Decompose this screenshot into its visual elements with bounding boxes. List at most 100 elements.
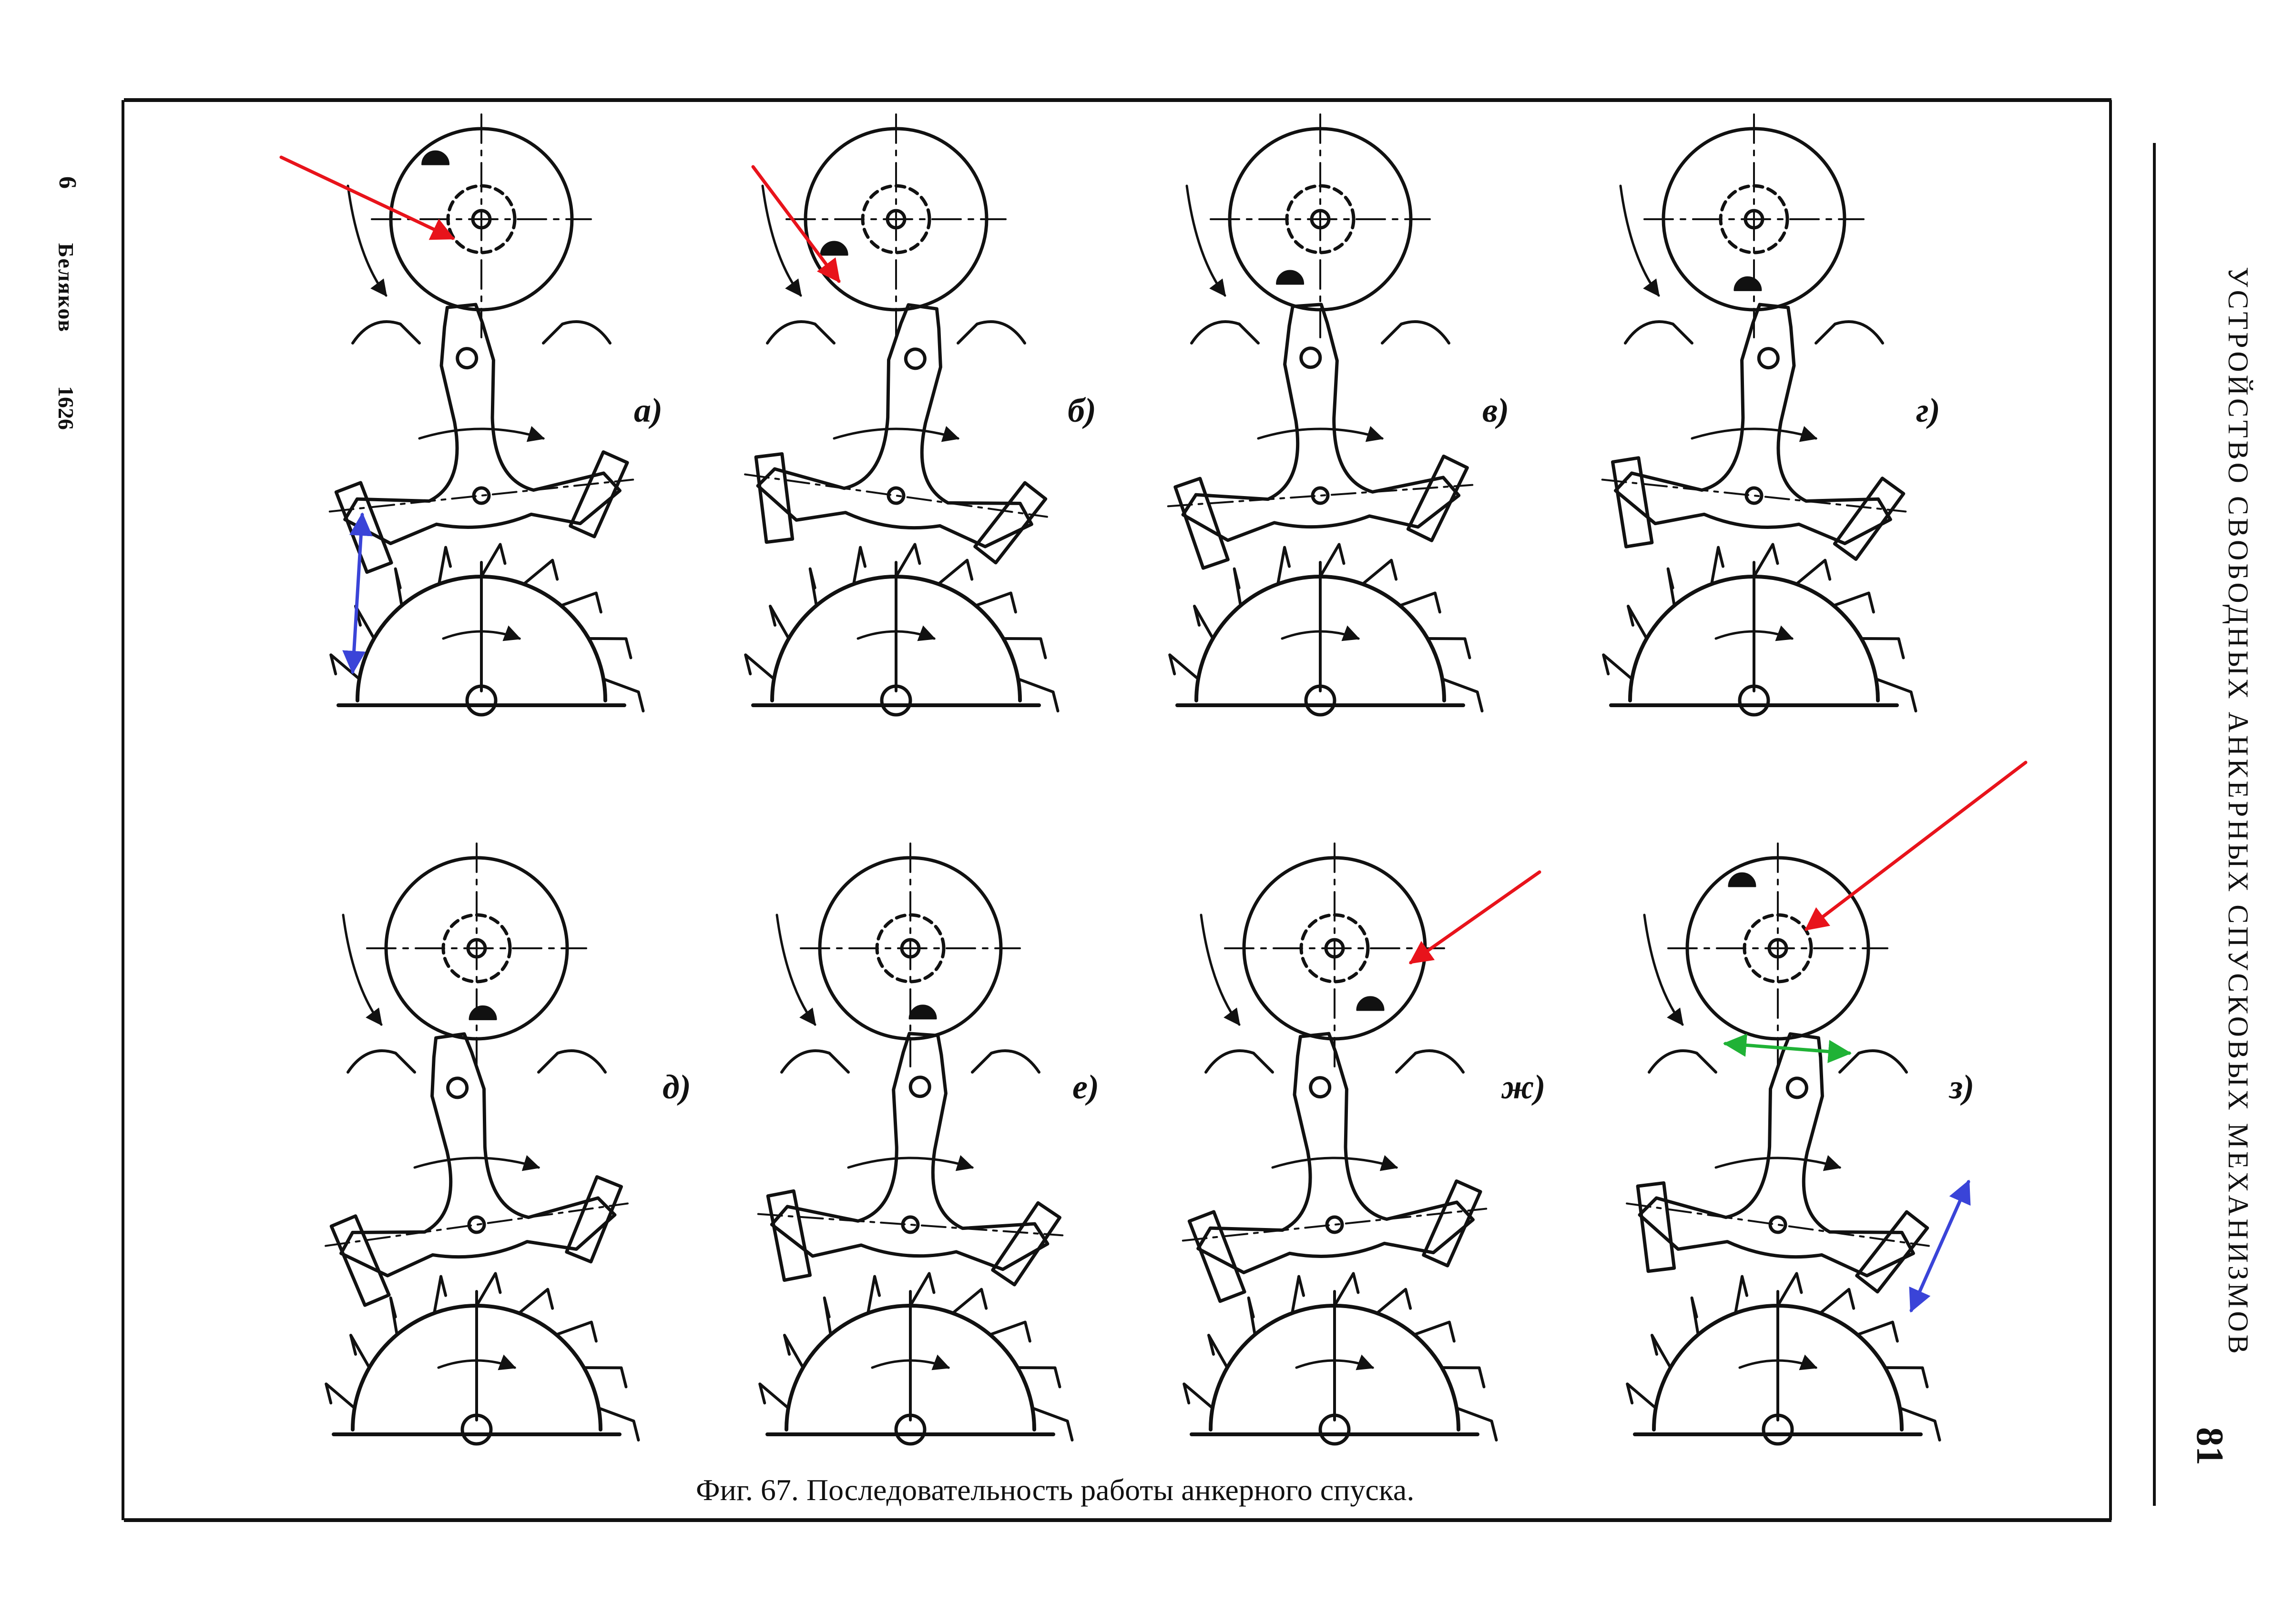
escapement-panel-8 (1626, 761, 2028, 1446)
wheel-tooth (354, 604, 376, 640)
lever-rotation-arrow (1691, 426, 1818, 442)
guard-pin (1299, 346, 1322, 369)
wheel-tooth (1319, 543, 1346, 578)
wheel-rotation-arrow (1714, 625, 1794, 641)
escape-wheel (1183, 1272, 1498, 1446)
lever-body (343, 303, 622, 545)
wheel-tooth (1818, 1288, 1856, 1315)
running-title: УСТРОЙСТВО СВОБОДНЫХ АНКЕРНЫХ СПУСКОВЫХ … (2223, 267, 2254, 1357)
panel-label: в) (1482, 391, 1509, 429)
wheel-tooth (1276, 546, 1291, 586)
wheel-tooth (1455, 1406, 1498, 1442)
entry-pallet (1187, 1210, 1246, 1303)
wheel-tooth (1832, 591, 1875, 614)
lever-centerline (757, 1213, 1064, 1237)
panel-label: д) (663, 1068, 691, 1106)
wheel-tooth (1333, 1272, 1360, 1307)
banking-left (1648, 1049, 1717, 1074)
impulse-pin (1728, 872, 1756, 887)
wheel-tooth (480, 543, 507, 578)
wheel-tooth (517, 1288, 554, 1315)
wheel-tooth (909, 1272, 936, 1307)
wheel-tooth (1898, 1406, 1941, 1442)
impulse-pin (908, 1005, 937, 1020)
wheel-tooth (758, 1382, 790, 1410)
wheel-tooth (823, 1296, 832, 1336)
page-number: 81 (2189, 1427, 2231, 1465)
wheel-tooth (1690, 1296, 1700, 1336)
entry-pallet (766, 1189, 812, 1282)
wheel-rotation-arrow (856, 625, 936, 641)
wheel-tooth (852, 546, 867, 586)
signature-number: 6 (54, 176, 81, 189)
guard-pin (1757, 347, 1780, 370)
wheel-tooth (769, 604, 790, 640)
balance-rotation-arrow (1200, 914, 1241, 1026)
balance-rotation-arrow (775, 914, 816, 1026)
lever-rotation-arrow (1714, 1155, 1842, 1171)
exit-pallet (973, 481, 1048, 565)
pallet-lever (1182, 1032, 1488, 1303)
guard-pin (1785, 1076, 1808, 1099)
escape-wheel (758, 1272, 1074, 1446)
wheel-tooth (475, 1272, 502, 1307)
wheel-tooth (349, 1333, 371, 1369)
red-annotation-arrow (751, 165, 841, 283)
lever-body (1196, 1032, 1475, 1274)
lever-rotation-arrow (1257, 426, 1384, 442)
wheel-tooth (1440, 1366, 1486, 1389)
banking-right (971, 1049, 1040, 1074)
signature-year: 1626 (54, 386, 78, 430)
balance-rotation-arrow (342, 914, 383, 1026)
wheel-tooth (937, 558, 974, 586)
pallet-lever (1626, 1032, 1930, 1294)
banking-left (347, 1049, 416, 1074)
red-annotation-arrow (279, 155, 455, 240)
wheel-tooth (1884, 1366, 1929, 1389)
impulse-pin (1276, 270, 1305, 285)
wheel-tooth (1413, 1320, 1456, 1343)
entry-pallet (334, 481, 393, 574)
lever-body (339, 1032, 617, 1278)
lever-rotation-arrow (847, 1155, 974, 1171)
escapement-panel-6 (757, 842, 1074, 1446)
wheel-tooth (1860, 637, 1905, 660)
banking-right (1381, 320, 1450, 345)
balance-rotation-arrow (1643, 914, 1684, 1026)
escape-wheel (325, 1272, 640, 1446)
escape-wheel (1168, 543, 1484, 717)
wheel-tooth (867, 1275, 881, 1315)
wheel-tooth (744, 653, 775, 680)
wheel-tooth (602, 677, 645, 713)
banking-right (537, 1049, 607, 1074)
exit-pallet (1406, 454, 1469, 542)
banking-left (1190, 320, 1260, 345)
exit-pallet (991, 1201, 1061, 1287)
escape-wheel (329, 543, 645, 717)
guard-pin (1309, 1076, 1332, 1099)
pallet-lever (328, 303, 634, 574)
wheel-tooth (438, 546, 452, 586)
lever-centerline (325, 1202, 629, 1247)
guard-pin (456, 347, 479, 370)
panel-label: а) (634, 391, 663, 429)
wheel-rotation-arrow (437, 1354, 517, 1370)
balance-rotation-arrow (1619, 184, 1660, 297)
wheel-tooth (1002, 637, 1047, 660)
lever-body (756, 303, 1033, 548)
red-annotation-arrow (1805, 761, 2028, 931)
green-annotation-arrow (1723, 1033, 1852, 1064)
wheel-tooth (1361, 558, 1398, 586)
wheel-tooth (433, 1275, 448, 1315)
guard-pin (446, 1076, 469, 1099)
wheel-tooth (587, 637, 632, 660)
exit-pallet (565, 1175, 623, 1264)
wheel-tooth (1183, 1382, 1214, 1410)
wheel-rotation-arrow (871, 1354, 950, 1370)
wheel-tooth (1291, 1275, 1305, 1315)
wheel-tooth (1031, 1406, 1074, 1442)
wheel-tooth (389, 1296, 398, 1336)
wheel-tooth (783, 1333, 805, 1369)
wheel-tooth (325, 1382, 356, 1410)
wheel-tooth (1233, 567, 1242, 607)
